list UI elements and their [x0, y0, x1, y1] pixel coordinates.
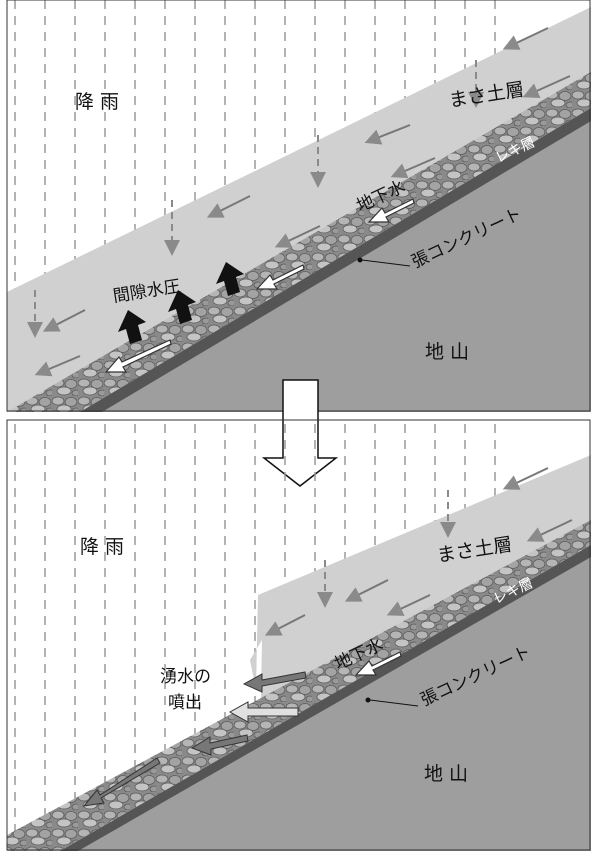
spring-label-line2: 噴出	[168, 693, 202, 713]
concrete-leader-dot	[357, 257, 363, 263]
seepage-arrows	[264, 467, 573, 636]
rain-label: 降 雨	[80, 536, 124, 558]
seepage-arrows	[34, 27, 571, 377]
infiltration-arrows	[317, 490, 456, 608]
transition-arrow	[261, 379, 339, 487]
rain-label: 降 雨	[75, 91, 119, 113]
groundwater-arrows	[104, 198, 415, 373]
pore-pressure-arrows	[118, 262, 244, 344]
concrete-band	[60, 545, 591, 851]
infiltration-arrows	[27, 60, 484, 338]
concrete-leader-line	[361, 259, 411, 267]
gravel-layer	[7, 520, 591, 851]
bottom-panel-frame	[6, 419, 591, 851]
groundwater-arrows	[354, 651, 402, 676]
concrete-leader-dot	[365, 697, 371, 703]
gravel-layer	[7, 72, 591, 412]
bottom-panel: 降 雨 まさ土層 レキ層 地下水 張コンクリート 湧水の 噴出 地 山	[7, 424, 591, 851]
top-panel: 降 雨 まさ土層 レキ層 地下水 張コンクリート 間隙水圧 地 山	[7, 0, 591, 412]
bedrock-label: 地 山	[424, 763, 468, 785]
bedrock-label: 地 山	[425, 341, 469, 363]
concrete-band	[80, 108, 591, 412]
concrete-leader-line	[369, 699, 419, 707]
spring-outflow-arrows	[82, 671, 307, 807]
spring-label-line1: 湧水の	[160, 667, 211, 687]
